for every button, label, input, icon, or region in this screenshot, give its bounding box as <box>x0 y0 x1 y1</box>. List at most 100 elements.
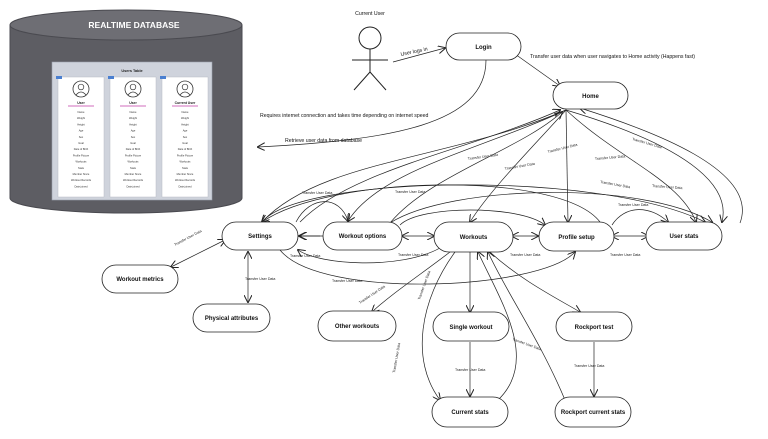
user-card-field: Age <box>131 129 136 133</box>
edges <box>171 48 743 400</box>
user-card: Current UserNameWeightHeightAgeSexGoalDa… <box>160 76 209 198</box>
user-card-field: Workouts <box>128 160 140 164</box>
node-user-stats-label: User stats <box>669 234 699 240</box>
user-card-field: Member Since <box>73 172 90 176</box>
user-card-field: Name <box>78 110 85 114</box>
edge-label-transfer-user-data: Transfer User Data <box>574 364 604 368</box>
node-workouts[interactable]: Workouts <box>433 221 514 253</box>
edge-label-transfer-user-data: Transfer User Data <box>245 277 275 281</box>
user-card-field: Name <box>130 110 137 114</box>
node-rockport-test-label: Rockport test <box>575 325 614 331</box>
user-card-field: Goal <box>130 141 136 145</box>
node-workouts-label: Workouts <box>460 235 488 241</box>
node-rockport-current-stats[interactable]: Rockport current stats <box>554 396 632 428</box>
user-card-field: Member Since <box>177 172 194 176</box>
user-card-field: Weight <box>181 116 189 120</box>
node-single-workout-label: Single workout <box>449 325 492 331</box>
user-card-field: Goal <box>78 141 84 145</box>
user-card-field: Date joined <box>74 184 88 188</box>
node-current-stats[interactable]: Current stats <box>431 396 509 428</box>
user-card-header: User <box>129 101 137 105</box>
edge-label-transfer-user-data: Transfer User Data <box>174 229 203 247</box>
avatar-icon <box>72 80 90 98</box>
user-card-field: Workout Records <box>71 178 92 182</box>
user-card-field: Stats <box>78 166 85 170</box>
user-card-field: Workouts <box>180 160 192 164</box>
node-rockport-test[interactable]: Rockport test <box>555 311 633 342</box>
user-card-field: Age <box>183 129 188 133</box>
edge-label-transfer-user-data: Transfer User Data <box>632 137 662 149</box>
edge-label-transfer-user-data: Transfer User Data <box>610 253 640 257</box>
node-single-workout[interactable]: Single workout <box>432 311 510 342</box>
user-card-field: Profile Picture <box>73 153 90 157</box>
node-home[interactable]: Home <box>552 81 629 110</box>
node-rockport-current-stats-label: Rockport current stats <box>561 410 626 416</box>
edge-label-transfer-user-data: Transfer User Data <box>392 343 401 374</box>
user-card-field: Member Since <box>125 172 142 176</box>
node-workout-metrics[interactable]: Workout metrics <box>101 264 179 294</box>
user-card-field: Sex <box>183 135 188 139</box>
user-card-field: Workout Records <box>175 178 196 182</box>
user-card-field: Weight <box>129 116 137 120</box>
node-profile-setup-label: Profile setup <box>558 235 595 241</box>
node-current-stats-label: Current stats <box>451 410 489 416</box>
edge-label-transfer-user-data: Transfer User Data <box>302 191 332 195</box>
user-card-field: Date of Birth <box>126 147 141 151</box>
annotation-retrieve: Retrieve user data from database <box>285 138 362 144</box>
user-card-field: Height <box>77 122 85 126</box>
edge-label-transfer-user-data: Transfer User Data <box>398 253 428 257</box>
edge-label-transfer-user-data: Transfer User Data <box>600 180 631 189</box>
current-user-actor: Current User <box>352 11 388 91</box>
avatar-icon <box>176 80 194 98</box>
edge-label-transfer-user-data: Transfer User Data <box>395 190 425 194</box>
user-card-field: Workout Records <box>123 178 144 182</box>
edge-label-transfer-user-data: Transfer User Data <box>358 284 385 304</box>
user-card-field: Name <box>182 110 189 114</box>
edge-label-transfer-user-data: Transfer User Data <box>618 203 648 207</box>
node-workout-options-label: Workout options <box>339 234 387 240</box>
node-other-workouts-label: Other workouts <box>335 324 380 330</box>
edge-label-transfer-user-data: Transfer User Data <box>468 153 499 161</box>
node-home-label: Home <box>582 94 599 100</box>
node-other-workouts[interactable]: Other workouts <box>317 310 397 342</box>
node-login[interactable]: Login <box>445 32 522 61</box>
edge-label-transfer-user-data: Transfer User Data <box>332 279 362 283</box>
actor-head <box>358 26 382 50</box>
user-card-field: Stats <box>182 166 189 170</box>
annotation-requires-internet: Requires internet connection and takes t… <box>260 113 429 119</box>
edge-label-transfer-user-data: Transfer User Data <box>510 253 540 257</box>
user-card-field: Date of Birth <box>74 147 89 151</box>
user-card-header: User <box>77 101 85 105</box>
node-physical-attributes[interactable]: Physical attributes <box>192 303 271 333</box>
node-login-label: Login <box>475 45 492 51</box>
user-card-field: Age <box>79 129 84 133</box>
user-card-field: Height <box>181 122 189 126</box>
node-profile-setup[interactable]: Profile setup <box>538 221 615 252</box>
actor-label: Current User <box>355 11 385 17</box>
database-title: REALTIME DATABASE <box>88 20 179 30</box>
node-settings[interactable]: Settings <box>221 221 299 251</box>
user-card-field: Sex <box>131 135 136 139</box>
node-workout-metrics-label: Workout metrics <box>116 277 164 283</box>
edge-label-transfer-user-data: Transfer User Data <box>455 368 485 372</box>
user-card-field: Date of Birth <box>178 147 193 151</box>
node-settings-label: Settings <box>248 234 272 240</box>
avatar-icon <box>124 80 142 98</box>
user-card-field: Date joined <box>178 184 192 188</box>
annotation-user-logs-in: User logs in <box>400 46 428 58</box>
user-card-field: Height <box>129 122 137 126</box>
user-card-field: Profile Picture <box>177 153 194 157</box>
user-card-field: Sex <box>79 135 84 139</box>
edge-label-transfer-user-data: Transfer User Data <box>595 154 626 161</box>
users-table-title: Users Table <box>121 69 142 73</box>
user-card-field: Stats <box>130 166 137 170</box>
user-card-header: Current User <box>175 101 196 105</box>
node-physical-attributes-label: Physical attributes <box>205 316 259 322</box>
user-card-field: Workouts <box>76 160 88 164</box>
user-card-field: Goal <box>182 141 188 145</box>
node-user-stats[interactable]: User stats <box>645 221 723 251</box>
node-workout-options[interactable]: Workout options <box>322 221 403 251</box>
